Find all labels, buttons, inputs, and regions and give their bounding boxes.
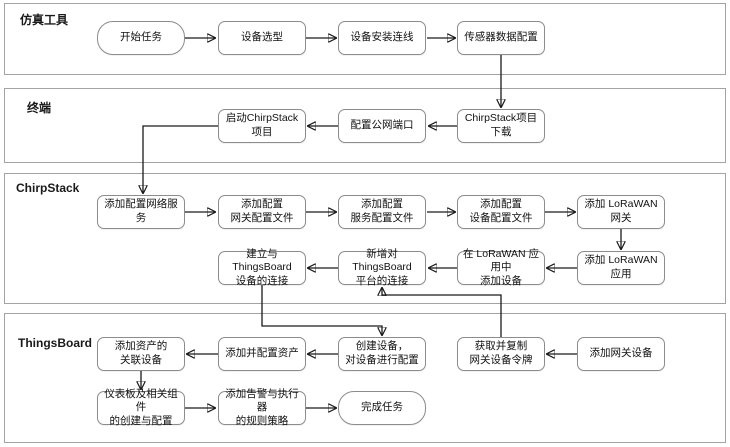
node-sensor-data-config: 传感器数据配置 [457,21,545,55]
node-tb-device-connection: 建立与ThingsBoard 设备的连接 [218,248,306,287]
swimlane-label-thingsboard: ThingsBoard [18,336,92,350]
node-copy-gateway-token: 获取并复制 网关设备令牌 [457,337,545,371]
node-dashboard-components: 仪表板及相关组件 的创建与配置 [97,388,185,427]
node-gateway-config-file: 添加配置 网关配置文件 [218,195,306,229]
node-chirpstack-download: ChirpStack项目下载 [457,109,545,143]
swimlane-label-chirpstack: ChirpStack [16,181,80,195]
node-launch-chirpstack: 启动ChirpStack项目 [218,109,306,143]
node-device-wiring: 设备安装连线 [338,21,426,55]
node-public-port-config: 配置公网端口 [338,109,426,143]
node-add-configure-asset: 添加并配置资产 [218,337,306,371]
node-alarm-actuator-rules: 添加告警与执行器 的规则策略 [218,388,306,427]
node-device-config-file: 添加配置 设备配置文件 [457,195,545,229]
node-create-device: 创建设备， 对设备进行配置 [338,337,426,371]
node-device-selection: 设备选型 [218,21,306,55]
node-asset-related-devices: 添加资产的 关联设备 [97,337,185,371]
swimlane-label-simulation-tools: 仿真工具 [20,13,69,27]
node-add-lorawan-gateway: 添加 LoRaWAN 网关 [577,195,665,229]
node-finish-task: 完成任务 [338,391,426,425]
node-start-task: 开始任务 [97,21,185,55]
node-add-gateway-device: 添加网关设备 [577,337,665,371]
node-service-config-file: 添加配置 服务配置文件 [338,195,426,229]
node-add-device-in-app: 在 LoRaWAN 应用中 添加设备 [457,248,545,287]
node-add-lorawan-app: 添加 LoRaWAN 应用 [577,251,665,285]
swimlane-label-terminal: 终端 [27,101,52,115]
node-network-service-config: 添加配置网络服务 [97,195,185,229]
node-tb-platform-connection: 新增对ThingsBoard 平台的连接 [338,248,426,287]
